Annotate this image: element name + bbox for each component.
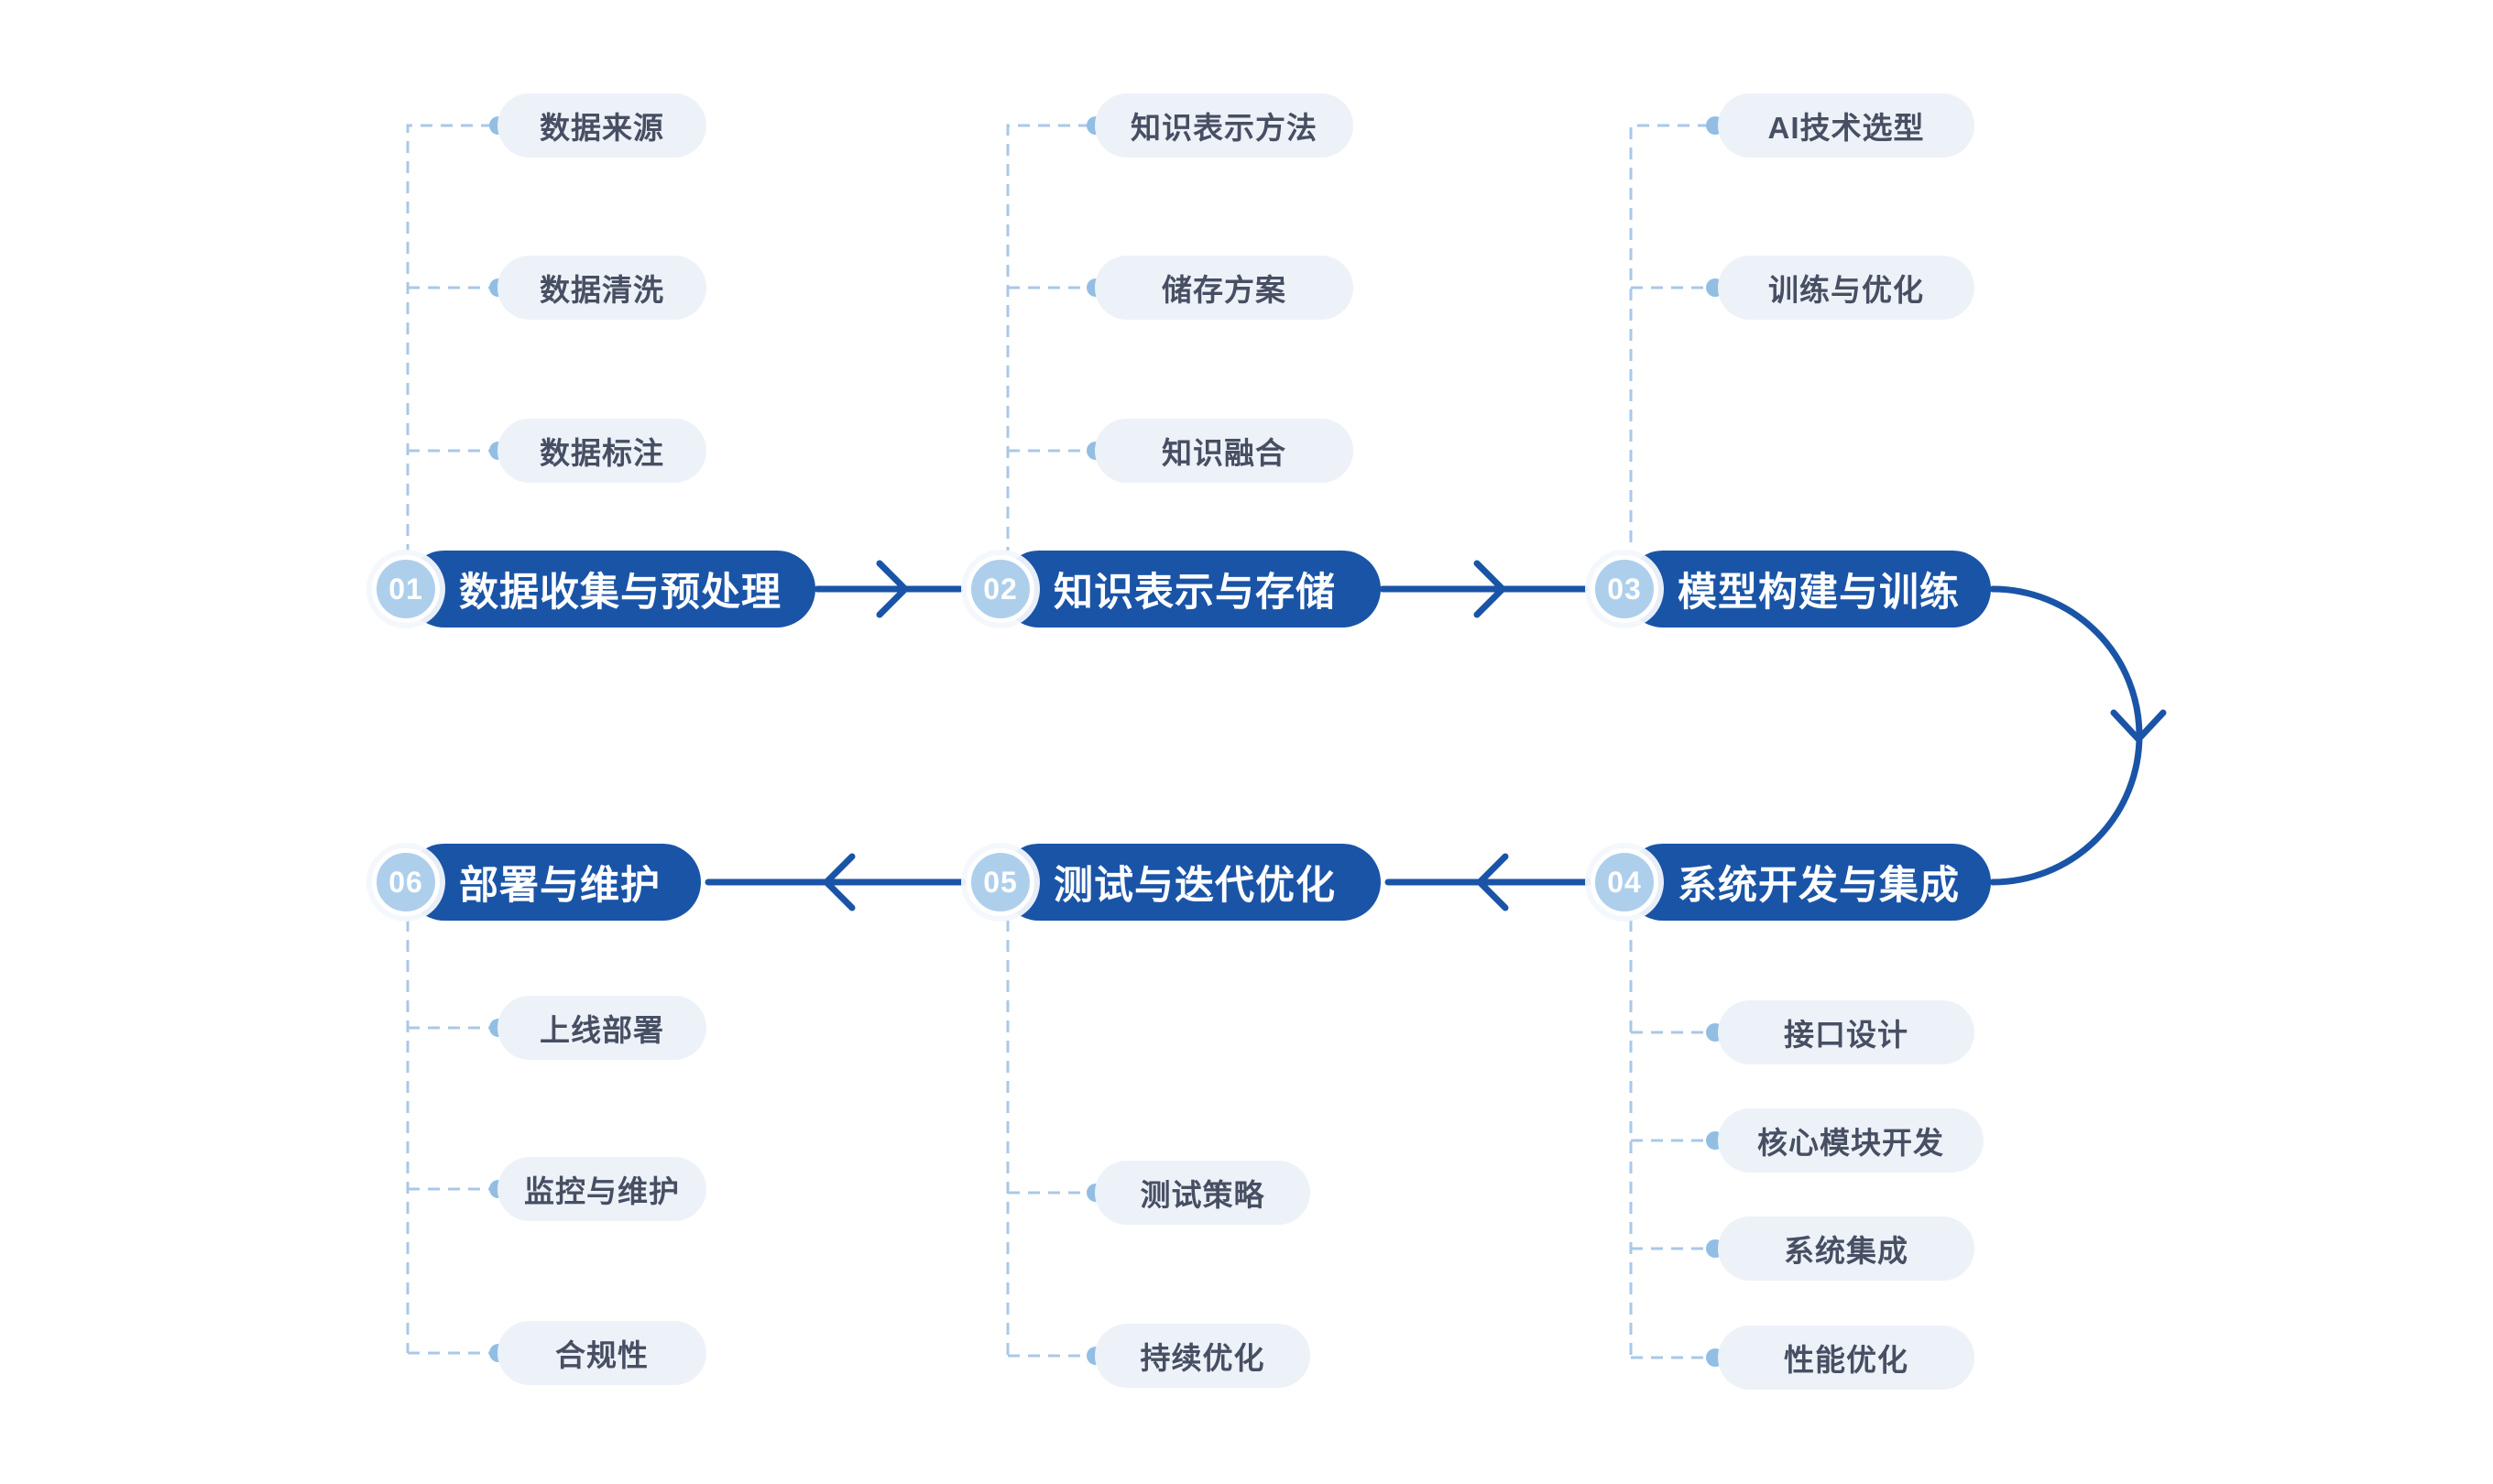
stage-label: 部署与维护 (459, 864, 661, 908)
stage-pill-06: 部署与维护 (406, 844, 701, 921)
sub-item: 接口设计 (1718, 1000, 1974, 1064)
stage-pill-05: 测试与迭代优化 (1000, 844, 1381, 921)
sub-item: 性能优化 (1718, 1326, 1974, 1390)
branch-lines-stage-01 (406, 124, 493, 551)
stage-pill-04: 系统开发与集成 (1624, 844, 1991, 921)
stage-number: 01 (388, 572, 423, 606)
branch-lines-stage-05 (1006, 920, 1090, 1358)
sub-item: 持续优化 (1095, 1324, 1310, 1388)
branch-lines-stage-03 (1629, 124, 1710, 551)
stage-badge-01: 01 (372, 555, 440, 623)
sub-item: 测试策略 (1095, 1161, 1310, 1225)
stage-label: 测试与迭代优化 (1054, 864, 1336, 908)
stage-number: 06 (388, 865, 423, 899)
sub-item: 知识融合 (1095, 419, 1353, 483)
sub-item: 储存方案 (1095, 256, 1353, 320)
sub-item: 监控与维护 (498, 1157, 706, 1221)
sub-item: AI技术选型 (1718, 93, 1974, 158)
sub-item: 数据清洗 (498, 256, 706, 320)
stage-label: 知识表示与存储 (1054, 571, 1336, 615)
stage-pill-03: 模型构建与训练 (1624, 551, 1991, 627)
stage-pill-02: 知识表示与存储 (1000, 551, 1381, 627)
flow-arrow-05-06 (705, 853, 967, 911)
branch-lines-stage-06 (406, 920, 493, 1355)
flow-arrow-01-02 (814, 560, 964, 618)
sub-item: 数据标注 (498, 419, 706, 483)
flow-arrow-04-05 (1384, 853, 1592, 911)
flow-arc-03-04 (1989, 585, 2167, 886)
stage-badge-03: 03 (1591, 555, 1658, 623)
stage-label: 数据收集与预处理 (459, 571, 782, 615)
sub-item: 上线部署 (498, 996, 706, 1060)
branch-lines-stage-04 (1629, 920, 1710, 1359)
stage-number: 03 (1607, 572, 1642, 606)
stage-number: 02 (983, 572, 1018, 606)
sub-item: 系统集成 (1718, 1217, 1974, 1281)
stage-label: 系统开发与集成 (1678, 864, 1960, 908)
flow-arrow-02-03 (1379, 560, 1589, 618)
stage-badge-06: 06 (372, 848, 440, 916)
sub-item: 合规性 (498, 1321, 706, 1385)
stage-number: 04 (1607, 865, 1642, 899)
stage-number: 05 (983, 865, 1018, 899)
sub-item: 核心模块开发 (1718, 1108, 1984, 1173)
branch-lines-stage-02 (1006, 124, 1090, 551)
stage-badge-04: 04 (1591, 848, 1658, 916)
sub-item: 知识表示方法 (1095, 93, 1353, 158)
stage-label: 模型构建与训练 (1678, 571, 1960, 615)
stage-pill-01: 数据收集与预处理 (406, 551, 815, 627)
sub-item: 训练与优化 (1718, 256, 1974, 320)
stage-badge-05: 05 (967, 848, 1034, 916)
sub-item: 数据来源 (498, 93, 706, 158)
stage-badge-02: 02 (967, 555, 1034, 623)
